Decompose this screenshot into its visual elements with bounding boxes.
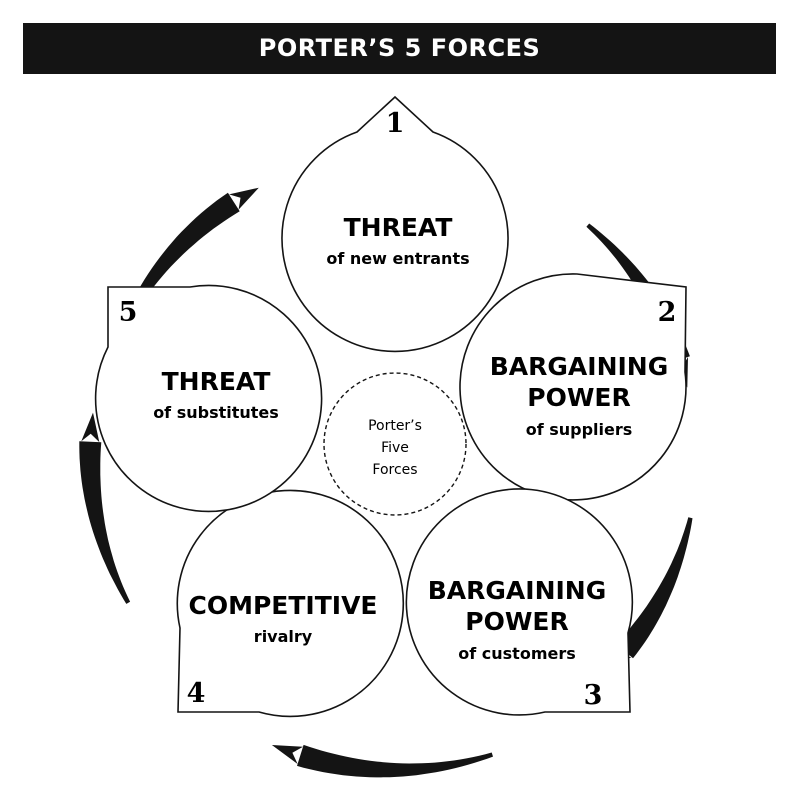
center-node: Porter’s Five Forces xyxy=(323,372,467,516)
force-1-shape xyxy=(281,95,509,353)
force-3-heading-line-2: POWER xyxy=(465,607,568,636)
force-5-number: 5 xyxy=(119,297,138,328)
center-dashed-circle xyxy=(323,372,467,516)
force-5-threat-substitutes: 5 THREAT of substitutes xyxy=(94,284,323,513)
force-5-subtitle: of substitutes xyxy=(153,403,279,422)
arrow-3-to-4-head xyxy=(271,745,303,764)
center-label-line-1: Porter’s xyxy=(368,418,422,434)
force-1-threat-new-entrants: 1 THREAT of new entrants xyxy=(281,95,509,353)
force-2-heading-line-1: BARGAINING xyxy=(490,352,669,381)
arrow-4-to-5-head xyxy=(81,412,100,443)
force-2-subtitle: of suppliers xyxy=(526,420,633,439)
force-4-shape xyxy=(176,489,405,718)
arrow-3-to-4-body xyxy=(297,744,493,778)
force-3-heading-line-1: BARGAINING xyxy=(428,576,607,605)
title-banner: PORTER’S 5 FORCES xyxy=(23,23,776,74)
arrow-5-to-1-head xyxy=(229,187,259,210)
force-1-subtitle: of new entrants xyxy=(326,249,469,268)
force-3-shape xyxy=(405,488,634,716)
force-4-competitive-rivalry: 4 COMPETITIVE rivalry xyxy=(176,489,405,718)
arrow-5-to-1-body xyxy=(111,192,240,354)
force-2-bargaining-power-suppliers: 2 BARGAINING POWER of suppliers xyxy=(459,273,687,501)
force-4-heading: COMPETITIVE xyxy=(188,591,377,620)
center-label-line-2: Five xyxy=(381,440,409,456)
force-1-heading: THREAT xyxy=(344,213,453,242)
force-3-subtitle: of customers xyxy=(458,644,576,663)
force-2-shape xyxy=(459,273,687,501)
page-title: PORTER’S 5 FORCES xyxy=(258,34,541,62)
force-5-heading: THREAT xyxy=(162,367,271,396)
force-5-shape xyxy=(94,284,323,513)
force-4-number: 4 xyxy=(187,678,206,709)
force-2-heading-line-2: POWER xyxy=(527,383,630,412)
force-4-subtitle: rivalry xyxy=(254,627,313,646)
force-3-bargaining-power-customers: 3 BARGAINING POWER of customers xyxy=(405,488,634,716)
arrow-2-to-3-body xyxy=(616,517,693,659)
force-1-number: 1 xyxy=(386,108,405,139)
force-2-number: 2 xyxy=(658,297,677,328)
center-label-line-3: Forces xyxy=(372,462,417,478)
force-3-number: 3 xyxy=(584,680,603,711)
arrow-4-to-5-body xyxy=(79,441,131,604)
